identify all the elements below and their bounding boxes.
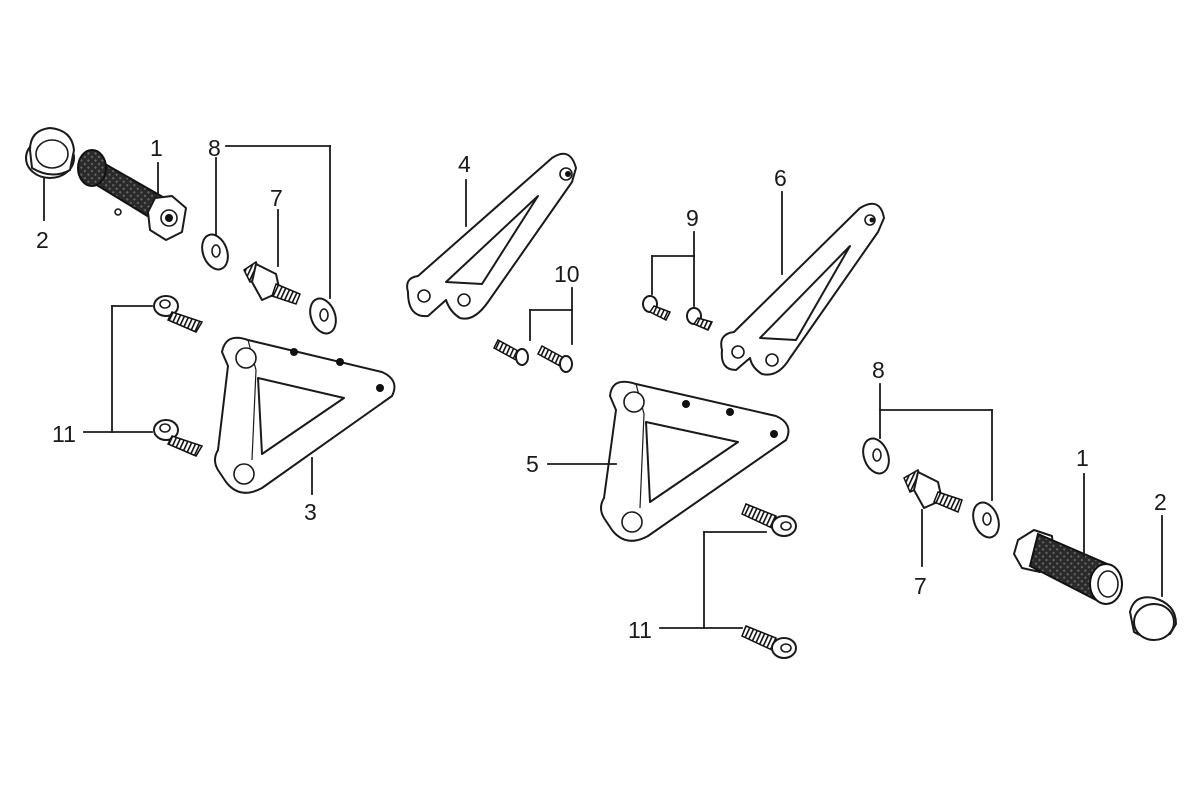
stud-left (243, 260, 301, 305)
callout-1-right: 1 (1076, 445, 1089, 471)
screw-9-left (642, 295, 672, 322)
end-cap-left (25, 127, 75, 179)
bolt-right-upper (741, 503, 797, 537)
washer-right-upper (862, 437, 890, 475)
callout-11-left: 11 (52, 421, 76, 447)
callout-7-left: 7 (270, 185, 283, 211)
callout-9: 9 (686, 205, 699, 231)
callout-labels: 1 2 8 7 11 3 4 10 9 6 5 8 1 2 7 11 (36, 135, 1167, 643)
washer-left-upper (201, 233, 229, 271)
callout-2-left: 2 (36, 227, 49, 253)
callout-8-left: 8 (208, 135, 221, 161)
callout-1-left: 1 (150, 135, 163, 161)
footpeg-left (77, 149, 187, 241)
triangular-bracket-left (214, 336, 396, 494)
triangular-bracket-right (600, 380, 790, 542)
screw-10-right (537, 344, 573, 373)
callout-7-right: 7 (914, 573, 927, 599)
plate-left (406, 152, 577, 320)
callout-6: 6 (774, 165, 787, 191)
leader-lines (43, 145, 1163, 629)
callout-10: 10 (554, 261, 580, 287)
callout-8-right: 8 (872, 357, 885, 383)
stud-right (903, 468, 963, 514)
washer-left-lower (309, 297, 337, 335)
plate-right (720, 202, 885, 376)
screw-9-right (686, 307, 714, 331)
callout-2-right: 2 (1154, 489, 1167, 515)
bolt-right-lower (741, 625, 797, 659)
callout-11-right: 11 (628, 617, 652, 643)
footpeg-right (1013, 529, 1123, 605)
callout-4: 4 (458, 151, 471, 177)
callout-5: 5 (526, 451, 539, 477)
screw-10-left (493, 338, 529, 366)
washer-right-lower (972, 501, 1000, 539)
end-cap-right (1129, 596, 1177, 641)
callout-3: 3 (304, 499, 317, 525)
bolt-left-lower (153, 419, 204, 457)
bolt-left-upper (153, 295, 204, 333)
